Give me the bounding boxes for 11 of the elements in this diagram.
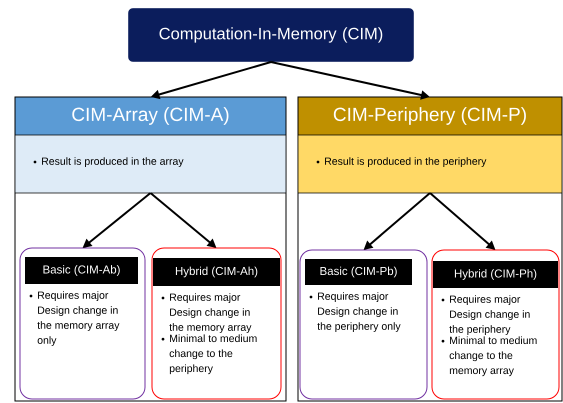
- card-header: Basic (CIM-Ab): [25, 257, 138, 284]
- result-band: Result is produced in the periphery: [298, 134, 562, 194]
- variant-card: Basic (CIM-Pb) Requires major Design change in the periphery only: [300, 249, 428, 400]
- title-box: Computation-In-Memory (CIM): [128, 8, 414, 62]
- variant-card: Hybrid (CIM-Ah) Requires major Design change in the memory array Minimal to medium change to the periphery: [152, 247, 282, 400]
- card-header: Basic (CIM-Pb): [305, 259, 412, 285]
- variant-card: Hybrid (CIM-Ph) Requires major Design change in the periphery Minimal to medium change to the memory array: [432, 249, 560, 400]
- card-header: Hybrid (CIM-Ph): [433, 260, 558, 288]
- variant-card: Basic (CIM-Ab) Requires major Design change in the memory array only: [20, 247, 146, 400]
- result-band: Result is produced in the array: [14, 134, 286, 194]
- card-header: Hybrid (CIM-Ah): [153, 258, 280, 286]
